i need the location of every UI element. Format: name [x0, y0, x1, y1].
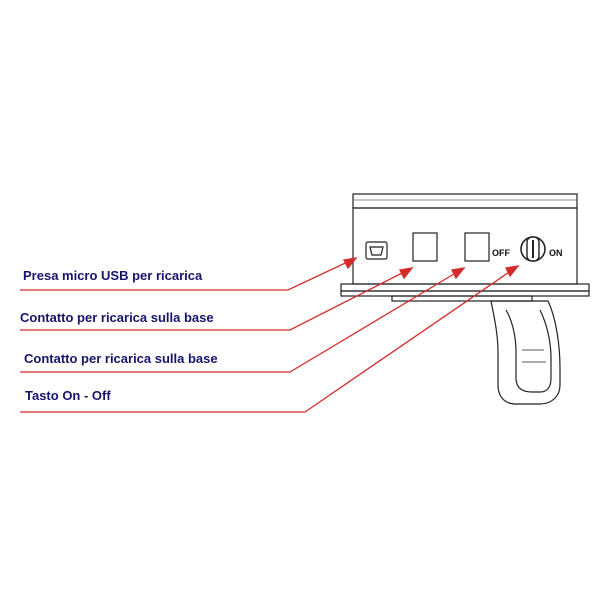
leader-line-usb	[20, 257, 357, 291]
base-plate-bottom	[340, 290, 590, 297]
leader-line-contact-2	[20, 267, 465, 373]
callout-label-usb: Presa micro USB per ricarica	[23, 268, 203, 283]
leader-arrow-contact-2	[451, 267, 466, 280]
device-top-panel	[352, 193, 578, 209]
leader-arrow-switch	[505, 265, 520, 278]
leader-line-contact-1	[20, 267, 413, 331]
handle-inner-outline	[505, 309, 552, 393]
handle	[490, 300, 561, 405]
micro-usb-port-slot	[369, 246, 384, 256]
switch-off-label: OFF	[492, 248, 510, 258]
leader-arrow-usb	[343, 257, 358, 270]
leader-line-switch	[20, 265, 519, 413]
leader-arrow-contact-1	[399, 267, 414, 280]
callout-label-contact-2: Contatto per ricarica sulla base	[24, 351, 218, 366]
on-off-switch: OFF ON	[492, 236, 563, 262]
charging-contact-2	[464, 232, 490, 262]
leader-lines	[20, 257, 520, 413]
micro-usb-port	[365, 241, 388, 260]
charging-contact-1	[412, 232, 438, 262]
base-plate	[340, 283, 590, 302]
handle-grip-line	[522, 349, 546, 363]
callout-label-contact-1: Contatto per ricarica sulla base	[20, 310, 214, 325]
base-plate-collar	[391, 295, 533, 302]
handle-outline	[490, 300, 561, 405]
micro-usb-port-frame	[365, 241, 388, 260]
callout-label-switch: Tasto On - Off	[25, 388, 111, 403]
switch-on-label: ON	[549, 248, 563, 258]
